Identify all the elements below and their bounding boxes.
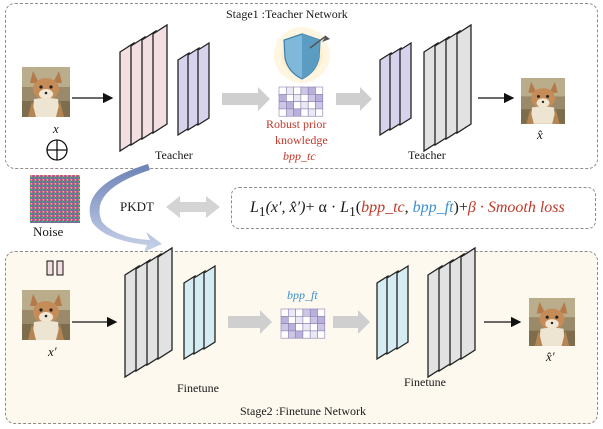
prior-label-line1: Robust prior: [266, 117, 327, 131]
stage2-title: Stage2 :Finetune Network: [240, 404, 366, 418]
grid-cell: [295, 330, 304, 339]
grid-cell: [317, 323, 326, 332]
grid-cell: [280, 323, 289, 332]
bpp-ft-label: bpp_ft: [287, 288, 318, 302]
grid-cell: [309, 330, 318, 339]
grid-cell: [302, 330, 311, 339]
grid-cell: [293, 86, 302, 95]
grid-cell: [280, 308, 289, 317]
grid-cell: [285, 86, 294, 95]
input-label-xprime: x′: [48, 344, 57, 359]
formula-beta: β: [467, 199, 476, 216]
grid-cell: [293, 108, 302, 117]
finetune-decoder: [376, 246, 476, 379]
grid-cell: [295, 323, 304, 332]
double-arrow-pkdt: [166, 196, 220, 218]
grid-cell: [280, 330, 289, 339]
prior-label-line2: knowledge: [275, 133, 328, 147]
grid-cell: [287, 315, 296, 324]
pkdt-label: PKDT: [120, 199, 154, 214]
finetune-encoder: [124, 246, 216, 379]
gray-arrow-enc-to-ft-grid: [228, 310, 272, 334]
input-label-x: x: [53, 121, 59, 136]
grid-cell: [302, 315, 311, 324]
equal-symbol-left: [46, 260, 54, 276]
input-image-x: [22, 67, 70, 117]
prior-var-bpp-tc: bpp_tc: [283, 149, 316, 163]
grid-cell: [285, 94, 294, 102]
grid-cell: [300, 94, 309, 102]
finetune-encoder-label: Finetune: [177, 381, 219, 395]
grid-cell: [278, 94, 287, 102]
finetune-decoder-label: Finetune: [404, 375, 446, 389]
grid-cell: [307, 108, 316, 117]
grid-cell: [295, 315, 304, 324]
output-label-xhatprime: x̂′: [546, 349, 555, 364]
grid-cell: [278, 86, 287, 95]
formula-bpp-tc: bpp_tc: [361, 199, 405, 216]
grid-cell: [315, 86, 324, 95]
loss-formula: L1(x′, x̂′)+ α · L1(bpp_tc, bpp_ft)+β · …: [231, 187, 596, 229]
equal-symbol-right: [56, 260, 64, 276]
grid-cell: [302, 323, 311, 332]
grid-cell: [300, 86, 309, 95]
output-image-xhatprime: [529, 298, 575, 346]
grid-cell: [315, 108, 324, 117]
stage1-title: Stage1 :Teacher Network: [226, 7, 348, 21]
grid-cell: [307, 94, 316, 102]
output-image-xhat: [521, 78, 565, 124]
formula-bpp-ft: bpp_ft: [412, 199, 454, 216]
noise-label: Noise: [33, 224, 64, 239]
teacher-encoder: [119, 23, 210, 153]
shield-icon: [274, 27, 330, 83]
grid-cell: [300, 101, 309, 110]
input-image-xprime: [22, 290, 70, 340]
grid-cell: [287, 308, 296, 317]
formula-smooth-loss: · Smooth loss: [475, 199, 565, 216]
grid-cell: [295, 308, 304, 317]
grid-cell: [315, 94, 324, 102]
teacher-encoder-label: Teacher: [155, 148, 193, 162]
teacher-decoder: [379, 23, 472, 153]
gray-arrow-enc-to-prior: [222, 87, 270, 111]
grid-cell: [287, 330, 296, 339]
noise-image: [30, 175, 80, 223]
grid-cell: [302, 308, 311, 317]
grid-cell: [287, 323, 296, 332]
gray-arrow-ft-grid-to-dec: [333, 310, 370, 334]
grid-cell: [317, 308, 326, 317]
grid-cell: [307, 101, 316, 110]
swoosh-arrow: [89, 164, 162, 252]
grid-cell: [300, 108, 309, 117]
grid-cell: [278, 101, 287, 110]
grid-cell: [285, 101, 294, 110]
grid-cell: [285, 108, 294, 117]
output-label-xhat: x̂: [537, 127, 543, 142]
grid-cell: [317, 315, 326, 324]
grid-cell: [278, 108, 287, 117]
grid-cell: [293, 101, 302, 110]
grid-cell: [309, 315, 318, 324]
grid-cell: [293, 94, 302, 102]
grid-cell: [280, 315, 289, 324]
grid-cell: [309, 308, 318, 317]
prior-grid-tc: [278, 86, 324, 117]
grid-cell: [309, 323, 318, 332]
grid-cell: [317, 330, 326, 339]
teacher-decoder-label: Teacher: [408, 148, 446, 162]
gray-arrow-prior-to-dec: [336, 87, 372, 111]
grid-cell: [315, 101, 324, 110]
grid-cell: [307, 86, 316, 95]
prior-grid-ft: [280, 308, 326, 339]
